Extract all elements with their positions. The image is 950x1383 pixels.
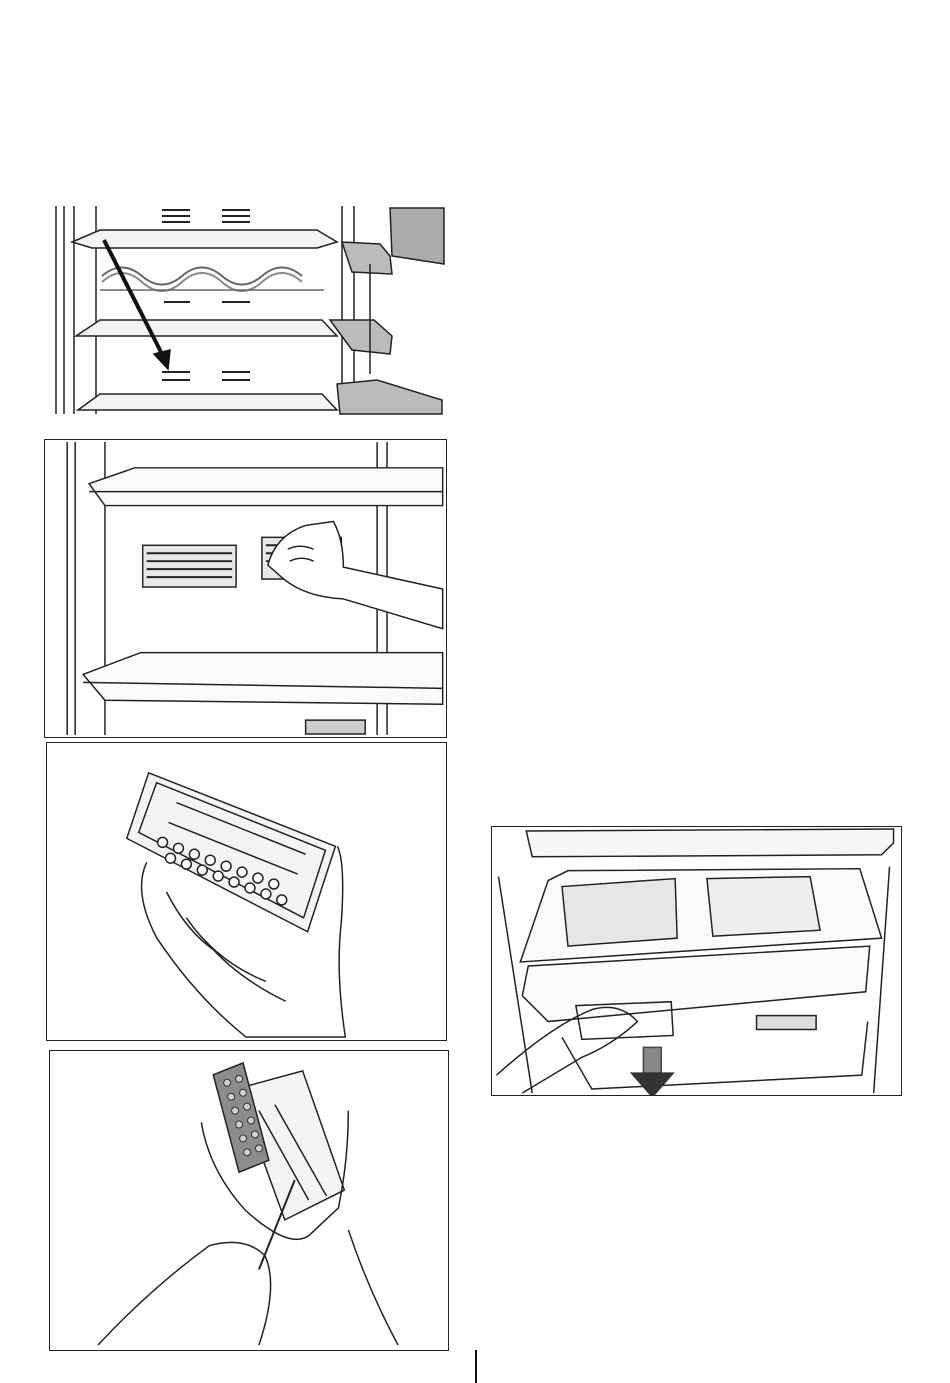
odour-filter-removal-illustration (44, 439, 447, 738)
odour-filter-removal-icon (45, 440, 446, 737)
filter-cartridge-opening-icon (50, 1051, 448, 1350)
filter-cartridge-in-hand-icon (47, 743, 446, 1040)
filter-cartridge-opening-illustration (49, 1050, 449, 1351)
filter-cartridge-illustration (46, 742, 447, 1041)
shelf-relocation-illustration (52, 204, 445, 416)
shelf-relocation-arrow-icon (52, 204, 445, 416)
crisper-drawer-removal-icon (492, 827, 901, 1095)
crisper-drawer-removal-illustration (491, 826, 902, 1096)
page-divider (475, 1350, 477, 1383)
